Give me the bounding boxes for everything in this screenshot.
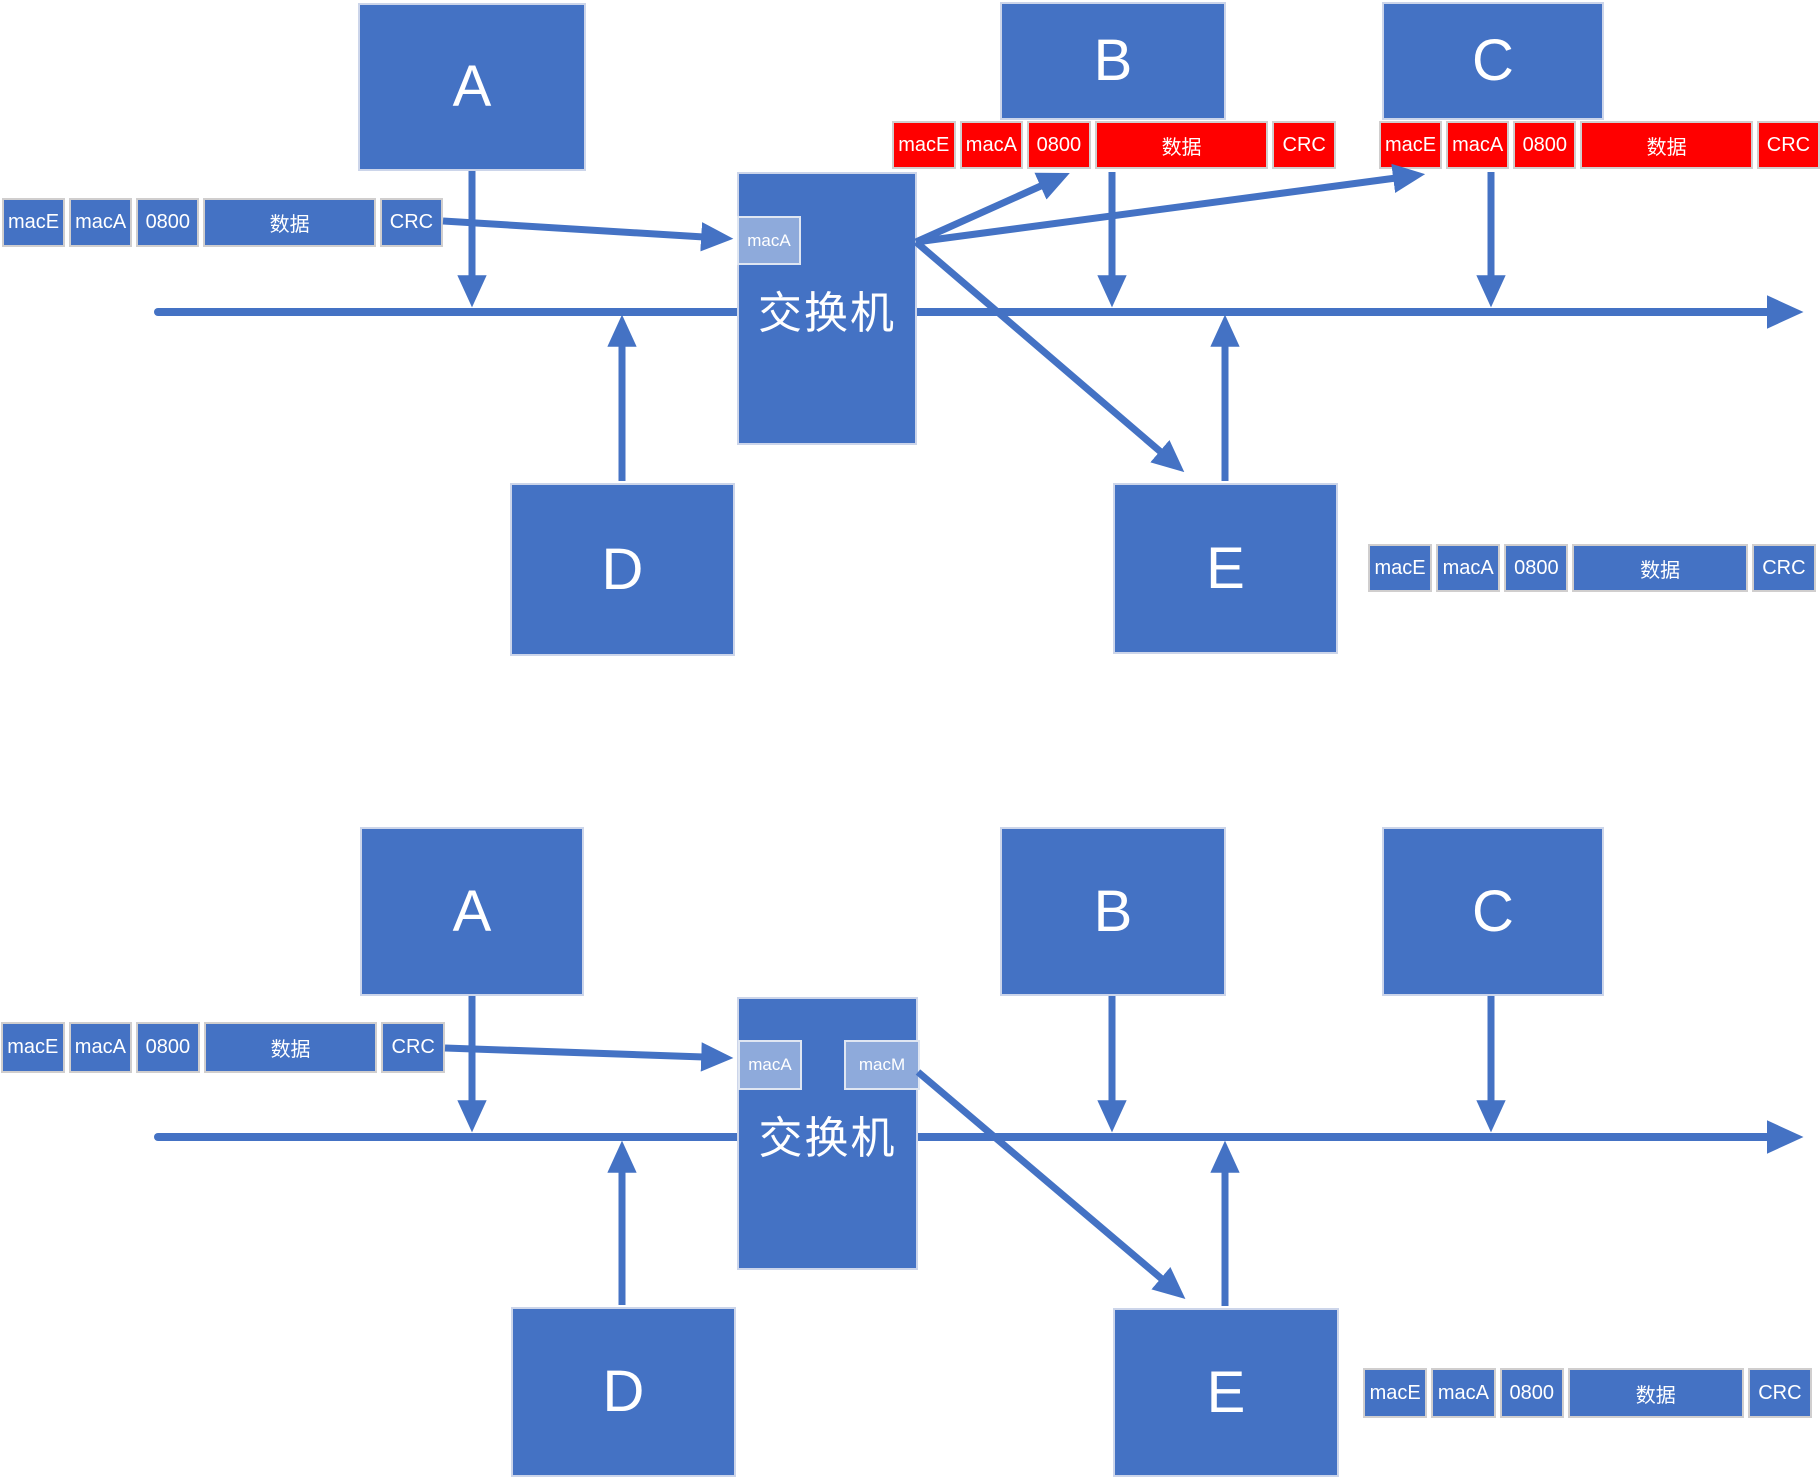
host-label-e: E xyxy=(1206,1359,1246,1425)
host-label-b: B xyxy=(1093,878,1133,944)
frame-cell-payload: 数据 xyxy=(203,198,376,247)
ethernet-frame-flood-c: macE macA 0800 数据 CRC xyxy=(1379,121,1820,169)
arrow-frame-to-switch xyxy=(442,217,734,252)
frame-cell-payload: 数据 xyxy=(1580,121,1753,169)
host-box-c: C xyxy=(1382,2,1604,120)
frame-cell-dst-mac: macE xyxy=(1363,1368,1428,1418)
host-label-d: D xyxy=(601,536,644,602)
host-box-b-2: B xyxy=(1000,827,1226,996)
frame-cell-dst-mac: macE xyxy=(1379,121,1443,169)
frame-cell-ethertype: 0800 xyxy=(1027,121,1091,169)
frame-cell-payload: 数据 xyxy=(1094,121,1269,169)
frame-cell-src-mac: macA xyxy=(1446,121,1510,169)
ethernet-frame-from-a: macE macA 0800 数据 CRC xyxy=(2,198,443,247)
port-label-maca: macA xyxy=(747,230,791,250)
frame-cell-crc: CRC xyxy=(1747,1368,1813,1418)
frame-cell-src-mac: macA xyxy=(1431,1368,1496,1418)
frame-cell-dst-mac: macE xyxy=(1,1022,65,1073)
frame-cell-crc: CRC xyxy=(1272,121,1336,169)
switch-port-macm: macM xyxy=(844,1040,920,1090)
frame-cell-crc: CRC xyxy=(379,198,443,247)
frame-cell-dst-mac: macE xyxy=(892,121,956,169)
ethernet-frame-from-a-2: macE macA 0800 数据 CRC xyxy=(1,1022,445,1073)
frame-cell-ethertype: 0800 xyxy=(136,1022,200,1073)
frame-cell-payload: 数据 xyxy=(203,1022,378,1073)
host-box-a: A xyxy=(358,3,586,171)
frame-cell-crc: CRC xyxy=(381,1022,445,1073)
host-box-c-2: C xyxy=(1382,827,1604,996)
frame-cell-ethertype: 0800 xyxy=(1504,544,1569,592)
host-label-a: A xyxy=(452,54,492,119)
arrow-macm-to-e xyxy=(915,1069,1186,1300)
frame-cell-ethertype: 0800 xyxy=(1513,121,1577,169)
host-box-e-2: E xyxy=(1113,1308,1339,1477)
host-box-b: B xyxy=(1000,2,1226,120)
switch-port-maca-2: macA xyxy=(738,1040,802,1090)
host-box-e: E xyxy=(1113,483,1338,654)
frame-cell-dst-mac: macE xyxy=(2,198,66,247)
switch-box-top: macA 交换机 xyxy=(737,172,917,445)
frame-cell-src-mac: macA xyxy=(1436,544,1501,592)
host-label-c: C xyxy=(1472,28,1514,93)
frame-cell-payload: 数据 xyxy=(1572,544,1748,592)
ethernet-frame-flood-b: macE macA 0800 数据 CRC xyxy=(892,121,1336,169)
arrow-frame-to-switch-2 xyxy=(444,1042,734,1072)
frame-cell-src-mac: macA xyxy=(69,198,133,247)
host-box-d: D xyxy=(510,483,735,656)
frame-cell-crc: CRC xyxy=(1756,121,1820,169)
port-label-macm: macM xyxy=(858,1055,906,1074)
host-label-c: C xyxy=(1472,878,1514,944)
arrow-switch-to-frame-c xyxy=(915,163,1426,246)
switch-label: 交换机 xyxy=(758,288,896,338)
ethernet-frame-to-e: macE macA 0800 数据 CRC xyxy=(1368,544,1816,592)
frame-cell-payload: 数据 xyxy=(1567,1368,1744,1418)
frame-cell-crc: CRC xyxy=(1751,544,1816,592)
frame-cell-src-mac: macA xyxy=(68,1022,133,1073)
frame-cell-src-mac: macA xyxy=(959,121,1024,169)
host-label-e: E xyxy=(1206,535,1245,601)
frame-cell-ethertype: 0800 xyxy=(136,198,200,247)
host-label-a: A xyxy=(452,878,492,944)
frame-cell-dst-mac: macE xyxy=(1368,544,1433,592)
host-box-d-2: D xyxy=(511,1307,736,1477)
ethernet-frame-to-e-2: macE macA 0800 数据 CRC xyxy=(1363,1368,1813,1418)
arrow-switch-to-frame-b xyxy=(914,172,1070,246)
host-box-a-2: A xyxy=(360,827,584,996)
host-label-b: B xyxy=(1093,28,1133,93)
switch-label: 交换机 xyxy=(758,1113,897,1163)
switch-port-maca: macA xyxy=(737,216,801,265)
host-label-d: D xyxy=(602,1359,645,1424)
frame-cell-ethertype: 0800 xyxy=(1499,1368,1564,1418)
arrow-switch-to-e xyxy=(913,239,1185,473)
switch-box-bottom: macA macM 交换机 xyxy=(737,997,920,1270)
port-label-maca: macA xyxy=(748,1055,792,1074)
